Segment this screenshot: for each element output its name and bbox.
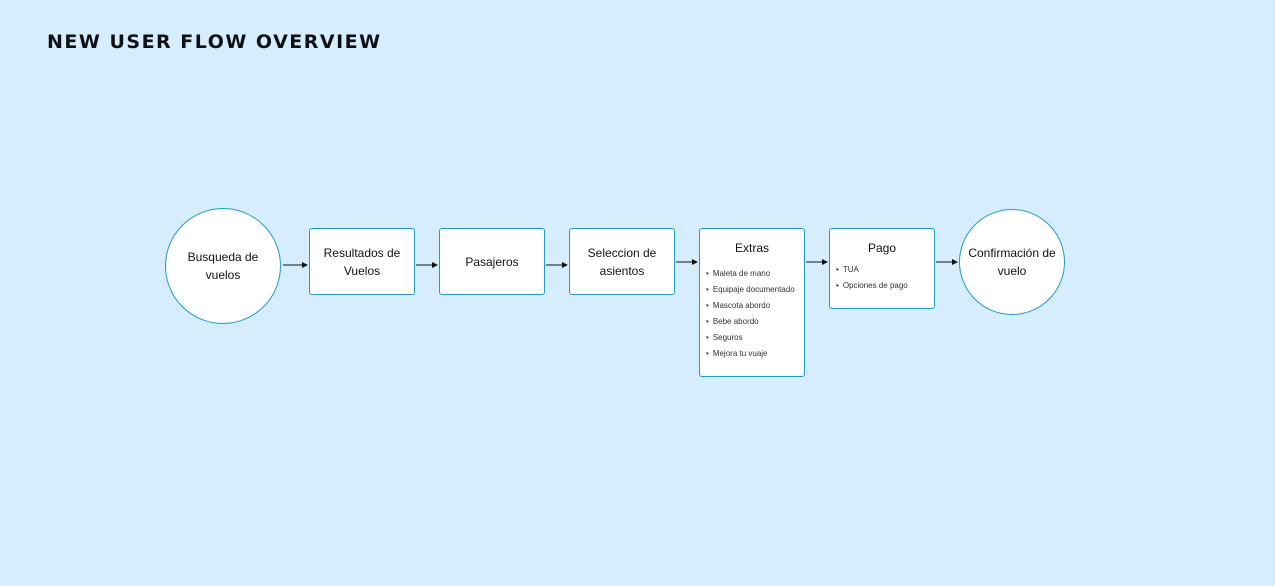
node-busqueda-de-vuelos[interactable]: Busqueda de vuelos: [165, 208, 281, 324]
node-label: Pago: [867, 241, 897, 255]
list-item: Seguros: [706, 330, 804, 346]
node-label: Confirmación de vuelo: [968, 246, 1056, 278]
pago-list: TUA Opciones de pago: [830, 262, 934, 294]
list-item: Maleta de mano: [706, 266, 804, 282]
node-label: Resultados de Vuelos: [323, 245, 401, 278]
node-extras[interactable]: Extras Maleta de mano Equipaje documenta…: [699, 228, 805, 377]
node-label: Pasajeros: [465, 254, 519, 269]
node-pago[interactable]: Pago TUA Opciones de pago: [829, 228, 935, 309]
page-title: NEW USER FLOW OVERVIEW: [47, 31, 382, 53]
list-item: Bebe abordo: [706, 314, 804, 330]
list-item: Mascota abordo: [706, 298, 804, 314]
list-item: Opciones de pago: [836, 278, 934, 294]
list-item: Mejora tu vuaje: [706, 346, 804, 362]
node-label: Busqueda de vuelos: [187, 250, 259, 282]
list-item: Equipaje documentado: [706, 282, 804, 298]
list-item: TUA: [836, 262, 934, 278]
node-pasajeros[interactable]: Pasajeros: [439, 228, 545, 295]
extras-list: Maleta de mano Equipaje documentado Masc…: [700, 266, 804, 362]
node-label: Extras: [734, 241, 769, 255]
node-resultados-de-vuelos[interactable]: Resultados de Vuelos: [309, 228, 415, 295]
node-seleccion-de-asientos[interactable]: Seleccion de asientos: [569, 228, 675, 295]
node-confirmacion-de-vuelo[interactable]: Confirmación de vuelo: [959, 209, 1065, 315]
node-label: Seleccion de asientos: [587, 245, 657, 278]
